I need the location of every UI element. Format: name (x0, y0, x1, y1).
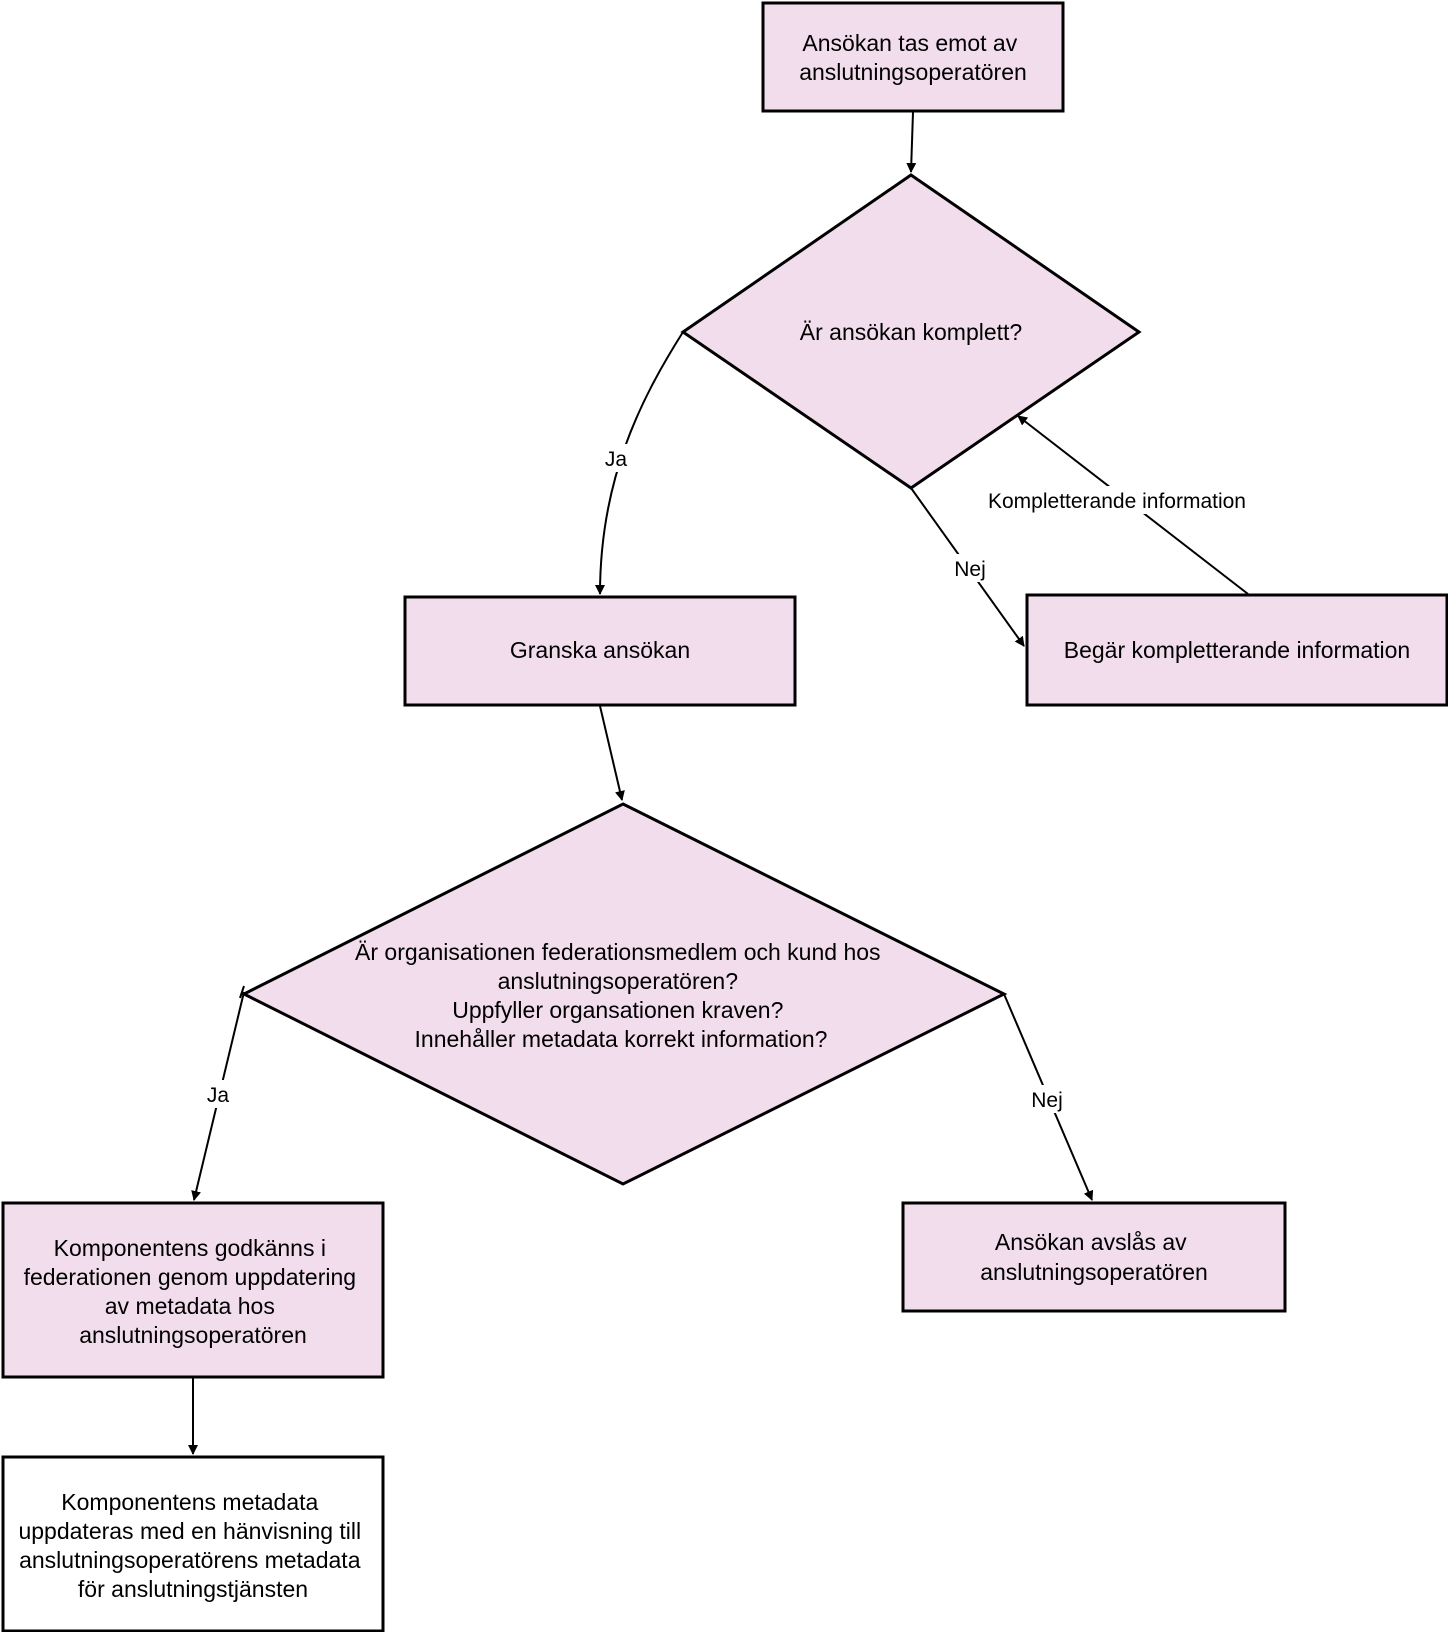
edge-label-requirements-no: Nej (1027, 1085, 1067, 1113)
svg-text:Nej: Nej (954, 558, 986, 581)
node-component-approved-text: Komponentens godkänns i federationen gen… (24, 1235, 363, 1348)
node-application-rejected-text: Ansökan avslås av anslutningsoperatören (980, 1229, 1208, 1285)
decision-requirements-text: Är organisationen federationsmedlem och … (355, 939, 887, 1052)
edge-label-complete-no: Nej (950, 554, 990, 582)
svg-text:Kompletterande information: Kompletterande information (988, 490, 1246, 513)
decision-application-complete-text: Är ansökan komplett? (800, 319, 1022, 345)
node-application-received: Ansökan tas emot av anslutningsoperatöre… (761, 1, 1065, 113)
edge-review-to-requirements-decision (599, 705, 625, 801)
node-component-approved: Komponentens godkänns i federationen gen… (1, 1201, 385, 1379)
node-review-application-text: Granska ansökan (510, 637, 690, 663)
node-application-rejected: Ansökan avslås av anslutningsoperatören (901, 1201, 1287, 1313)
edge-label-supplementary-info: Kompletterande information (980, 486, 1254, 514)
node-metadata-updated: Komponentens metadata uppdateras med en … (1, 1455, 385, 1632)
node-request-supplementary-info: Begär kompletterande information (1025, 593, 1448, 707)
decision-left-tick (239, 985, 245, 999)
svg-text:Nej: Nej (1031, 1089, 1063, 1112)
svg-text:Ja: Ja (207, 1084, 230, 1107)
node-application-received-text: Ansökan tas emot av anslutningsoperatöre… (799, 30, 1027, 85)
edge-label-complete-yes: Ja (600, 444, 632, 472)
edge-received-to-complete-decision (906, 111, 917, 173)
edge-label-requirements-yes: Ja (202, 1080, 234, 1108)
decision-application-complete: Är ansökan komplett? (680, 173, 1142, 490)
node-review-application: Granska ansökan (403, 595, 797, 707)
decision-requirements: Är organisationen federationsmedlem och … (240, 802, 1008, 1186)
node-request-supplementary-info-text: Begär kompletterande information (1064, 637, 1410, 663)
svg-text:Ja: Ja (605, 448, 628, 471)
node-metadata-updated-text: Komponentens metadata uppdateras med en … (18, 1489, 367, 1602)
